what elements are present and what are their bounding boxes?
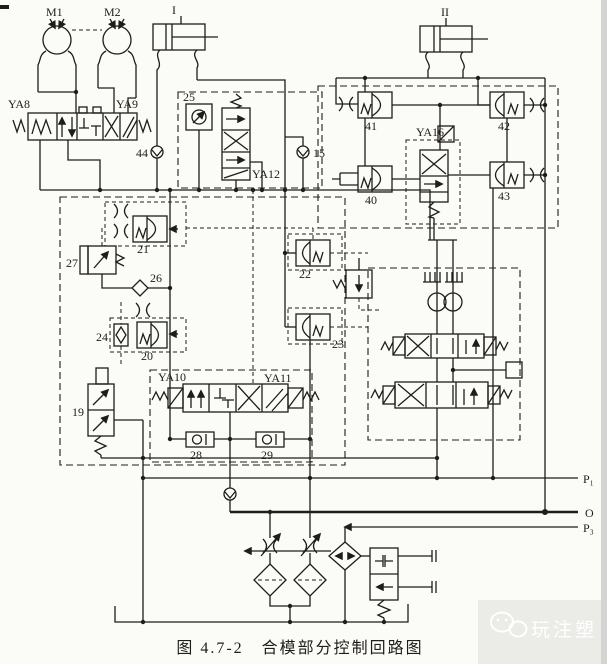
hydraulic-motor-m1: M1	[37, 5, 77, 92]
label-p3: P₃	[583, 521, 594, 535]
hydraulic-motor-m2: M2	[97, 5, 137, 98]
throttle-valve-icon-2	[300, 532, 322, 557]
check-valve-15: 15	[285, 136, 325, 190]
relief-valve-center	[332, 258, 380, 311]
orifice-icon	[135, 302, 151, 318]
directional-valve-ya8-ya9: YA8 YA9	[8, 97, 152, 190]
label-29: 29	[261, 448, 273, 462]
check-valve-24: 24	[96, 302, 129, 364]
cartridge-valve-40: 40	[332, 118, 420, 207]
watermark-text: 玩注塑	[531, 619, 597, 641]
label-24: 24	[96, 330, 108, 344]
scan-artifact	[0, 5, 9, 9]
label-44: 44	[136, 146, 148, 160]
coupling-icon	[427, 292, 447, 312]
filter-icon-1	[253, 563, 287, 597]
label-22: 22	[299, 267, 311, 281]
coupling-icon	[443, 292, 463, 312]
clamp-cylinder-ii: II	[336, 5, 545, 79]
platen-link-left	[156, 49, 161, 146]
motor-piping	[38, 87, 136, 113]
label-42: 42	[498, 119, 510, 133]
label-20: 20	[141, 349, 153, 363]
spring-right	[138, 117, 152, 135]
label-ya8: YA8	[8, 97, 30, 111]
label-27: 27	[66, 256, 78, 270]
label-cylinder-i: I	[172, 3, 176, 17]
label-ya16: YA16	[416, 125, 444, 139]
watermark: 玩注塑	[478, 600, 607, 664]
connector-comb-icons	[423, 272, 463, 283]
spring-cell	[31, 117, 52, 136]
clamp-cylinder-i: I	[152, 3, 286, 327]
cartridge-valve-ya12: YA12	[221, 93, 280, 190]
shuttle-filter-icon	[243, 541, 362, 622]
top-right-manifold: 41 42 40 43	[317, 75, 559, 241]
pilot-block-ya12: 25 YA12	[177, 90, 323, 190]
label-ya11: YA11	[264, 371, 292, 385]
label-o: O	[585, 506, 594, 520]
pilot-port-box	[505, 361, 523, 379]
cartridge-valve-42: 42	[489, 91, 548, 133]
directional-valve-ya10-ya11: YA10 YA11 28 29	[149, 369, 320, 463]
proportional-valve-upper	[380, 334, 509, 359]
label-23: 23	[332, 337, 344, 351]
pressure-valve-27: 27	[66, 228, 132, 289]
orifice-icon	[113, 203, 129, 219]
label-43: 43	[498, 189, 510, 203]
platen-link-right	[193, 49, 199, 80]
label-41: 41	[365, 119, 377, 133]
label-15: 15	[313, 146, 325, 160]
cartridge-valve-ya16: YA16	[392, 102, 490, 240]
check-valve-44: 44	[136, 145, 164, 190]
orifice-26: 26	[131, 271, 170, 297]
spring-left	[12, 117, 26, 135]
left-manifold: 21 27 26 24	[59, 190, 346, 466]
cartridge-valve-23: 23	[285, 313, 368, 351]
center-valves: 22 23	[250, 187, 380, 384]
pilot-valve-bottom-right	[361, 547, 437, 622]
label-25: 25	[183, 90, 195, 104]
scan-edge-strip	[601, 0, 607, 664]
cartridge-valve-21: 21	[132, 215, 178, 256]
bottom-circuit	[114, 512, 437, 625]
check-valve-bottom-center	[223, 439, 237, 512]
proportional-valve-19: 19	[72, 367, 115, 458]
distribution-lines: P₁ O P₃	[101, 78, 594, 622]
filter-icon-2	[293, 563, 327, 597]
orifice-icon	[338, 96, 354, 112]
orifice-icon	[529, 97, 545, 113]
label-cylinder-ii: II	[441, 5, 449, 19]
label-40: 40	[365, 193, 377, 207]
proportional-valve-lower	[370, 382, 513, 409]
figure-caption: 图 4.7-2 合模部分控制回路图	[176, 639, 423, 657]
label-p1: P₁	[583, 472, 594, 486]
throttle-valve-icon	[260, 532, 282, 557]
right-manifold	[367, 240, 523, 478]
label-m1: M1	[46, 5, 63, 19]
cartridge-valve-41: 41	[357, 91, 393, 133]
label-ya10: YA10	[158, 370, 186, 384]
label-ya9: YA9	[116, 97, 138, 111]
label-26: 26	[150, 271, 162, 285]
cartridge-valve-20: 20	[135, 302, 178, 363]
label-m2: M2	[104, 5, 121, 19]
label-21: 21	[137, 242, 149, 256]
orifice-icon	[529, 167, 545, 183]
label-28: 28	[190, 448, 202, 462]
cartridge-valve-22: 22	[282, 228, 368, 281]
label-19: 19	[72, 405, 84, 419]
label-ya12: YA12	[252, 167, 280, 181]
orifice-icon	[113, 223, 129, 239]
wechat-icon	[490, 611, 528, 638]
